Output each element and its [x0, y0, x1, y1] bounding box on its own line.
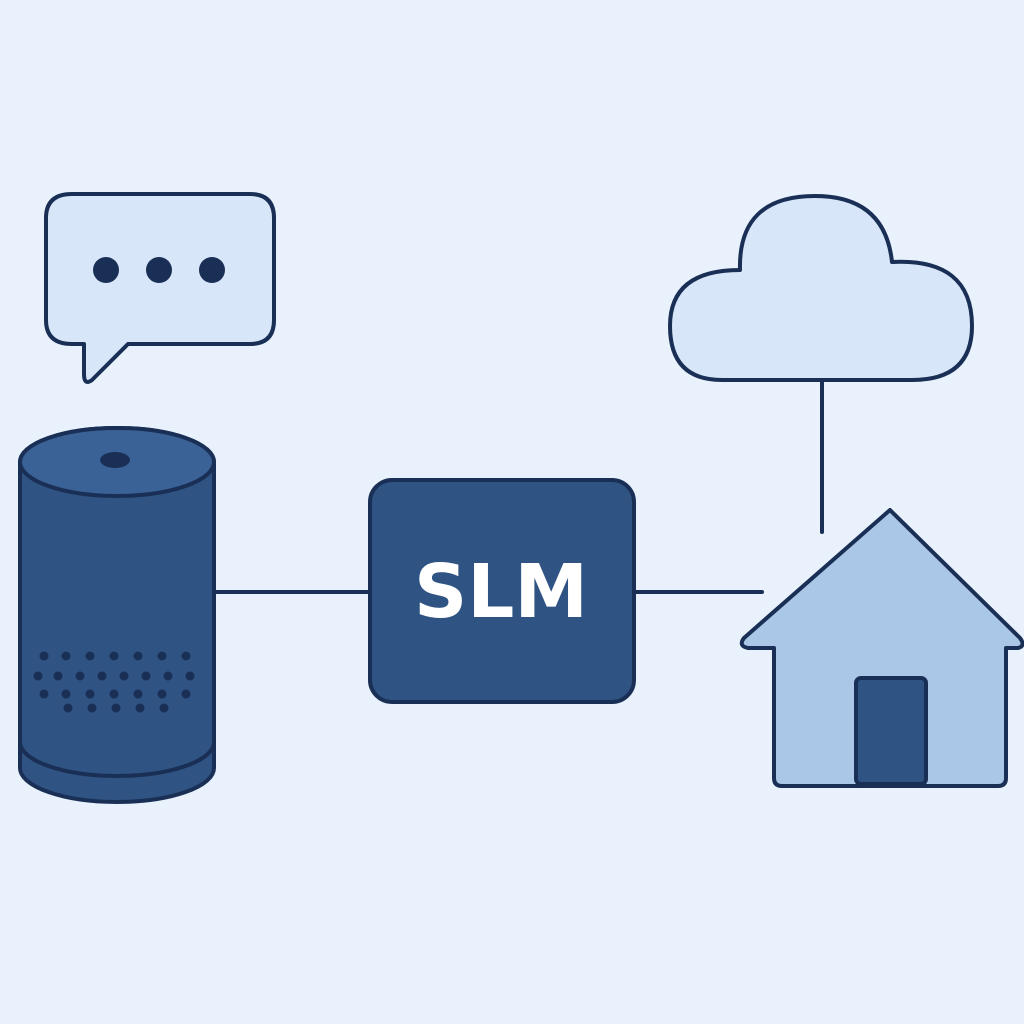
- slm-box: [368, 478, 636, 704]
- grille-dot: [75, 671, 85, 681]
- grille-dot: [181, 651, 191, 661]
- grille-dot: [63, 703, 73, 713]
- bubble-dot: [93, 257, 119, 283]
- bubble-dot: [146, 257, 172, 283]
- grille-dot: [163, 671, 173, 681]
- grille-dot: [133, 651, 143, 661]
- bubble-dot: [199, 257, 225, 283]
- house-door: [854, 676, 928, 786]
- grille-dot: [109, 689, 119, 699]
- grille-dot: [53, 671, 63, 681]
- grille-dot: [157, 689, 167, 699]
- cloud-icon: [668, 194, 974, 382]
- grille-dot: [97, 671, 107, 681]
- grille-dot: [85, 689, 95, 699]
- grille-dot: [33, 671, 43, 681]
- grille-dot: [61, 689, 71, 699]
- slm-label: SLM: [414, 549, 588, 635]
- grille-dot: [39, 689, 49, 699]
- slm-node: SLM: [368, 478, 636, 704]
- grille-dot: [141, 671, 151, 681]
- chat-bubble-icon: [44, 192, 276, 384]
- grille-dot: [109, 651, 119, 661]
- smart-speaker-icon: [18, 426, 216, 804]
- grille-dot: [133, 689, 143, 699]
- grille-dot: [185, 671, 195, 681]
- grille-dot: [119, 671, 129, 681]
- grille-dot: [61, 651, 71, 661]
- speaker-top-button: [100, 452, 130, 468]
- grille-dot: [159, 703, 169, 713]
- grille-dot: [85, 651, 95, 661]
- house-icon: [739, 508, 1024, 788]
- grille-dot: [181, 689, 191, 699]
- grille-dot: [157, 651, 167, 661]
- grille-dot: [87, 703, 97, 713]
- grille-dot: [135, 703, 145, 713]
- grille-dot: [39, 651, 49, 661]
- speaker-grille: [33, 651, 195, 713]
- grille-dot: [111, 703, 121, 713]
